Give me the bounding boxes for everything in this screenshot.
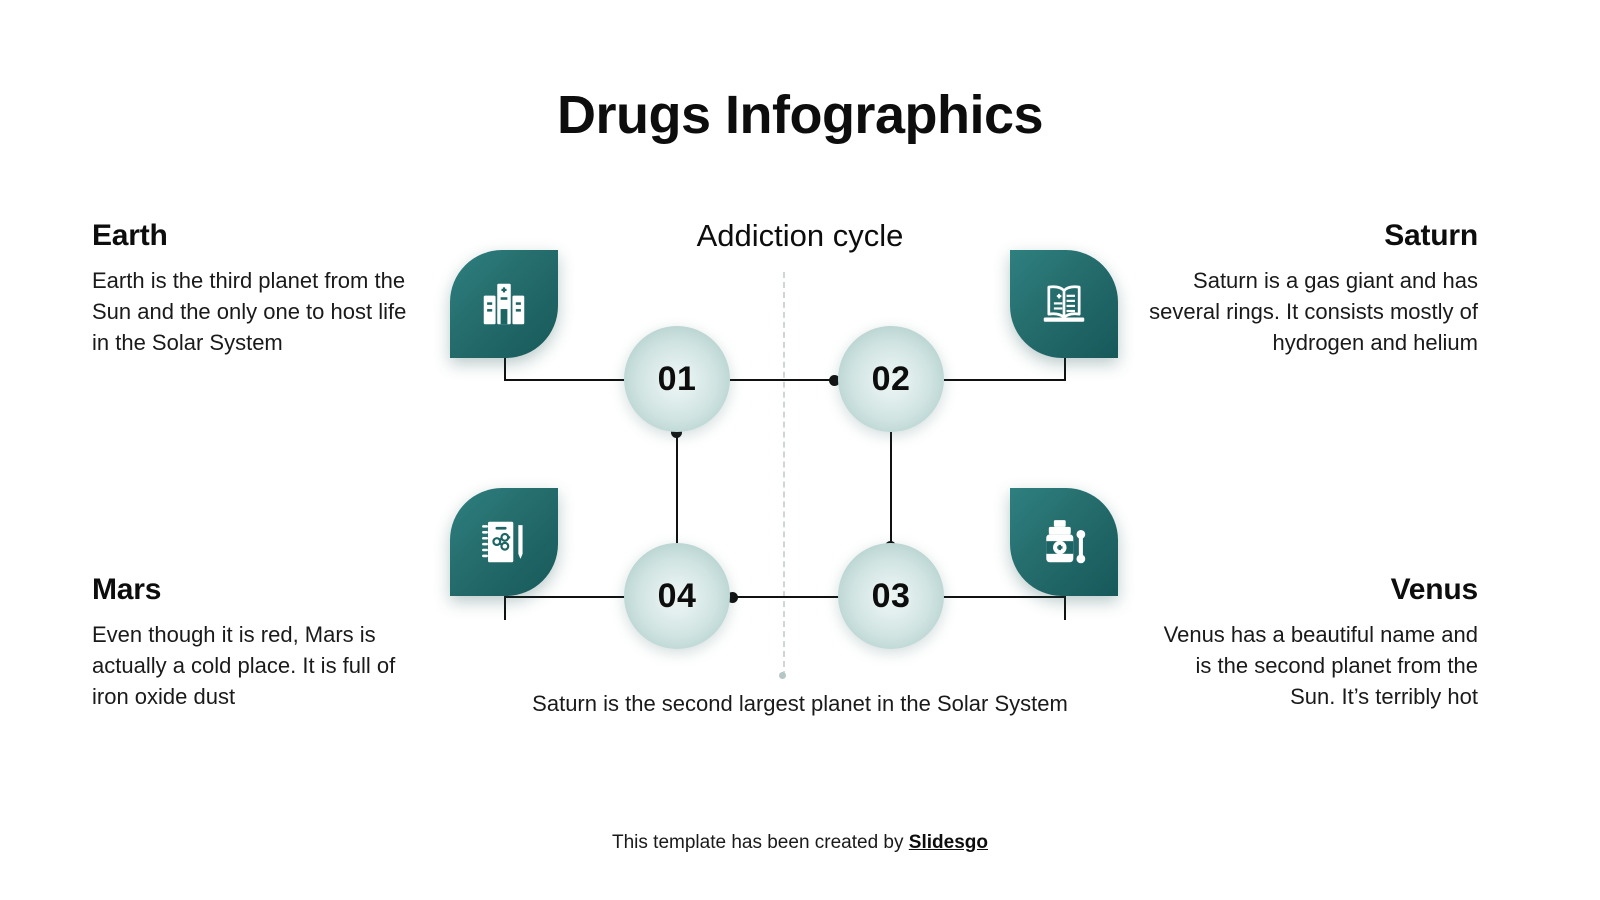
hospital-icon bbox=[477, 277, 531, 331]
connector-node01-to-node04 bbox=[676, 432, 678, 596]
info-block-mars: Mars Even though it is red, Mars is actu… bbox=[92, 573, 422, 712]
cycle-node-02[interactable]: 02 bbox=[838, 326, 944, 432]
diagram-caption: Saturn is the second largest planet in t… bbox=[532, 691, 1068, 716]
block-desc-venus: Venus has a beautiful name and is the se… bbox=[1163, 622, 1478, 709]
block-title-mars: Mars bbox=[92, 573, 162, 606]
block-title-saturn: Saturn bbox=[1384, 219, 1478, 252]
cycle-node-03-label: 03 bbox=[871, 576, 911, 615]
footer-prefix: This template has been created by bbox=[612, 832, 909, 853]
cycle-node-04-label: 04 bbox=[657, 576, 697, 615]
icon-badge-02[interactable] bbox=[1010, 250, 1118, 358]
junction-dot-node01-bottom bbox=[671, 427, 682, 438]
connector-node04-to-node03 bbox=[730, 596, 882, 598]
cycle-node-01[interactable]: 01 bbox=[624, 326, 730, 432]
connector-node01-to-node02 bbox=[730, 379, 882, 381]
addiction-cycle-diagram: Addiction cycle bbox=[420, 210, 1180, 770]
block-desc-mars: Even though it is red, Mars is actually … bbox=[92, 622, 396, 709]
page-title: Drugs Infographics bbox=[556, 85, 1044, 145]
medical-book-icon bbox=[1037, 277, 1091, 331]
diagram-title: Addiction cycle bbox=[696, 218, 904, 253]
connector-badge01-stub bbox=[504, 358, 506, 381]
info-block-saturn: Saturn Saturn is a gas giant and has sev… bbox=[1148, 219, 1478, 358]
icon-badge-04[interactable] bbox=[450, 488, 558, 596]
connector-badge01-to-node01 bbox=[504, 379, 678, 381]
icon-badge-03[interactable] bbox=[1010, 488, 1118, 596]
connector-node02-to-node03 bbox=[890, 432, 892, 596]
medicine-bottle-icon bbox=[1037, 515, 1091, 569]
block-desc-saturn: Saturn is a gas giant and has several ri… bbox=[1149, 268, 1478, 355]
notebook-molecule-icon bbox=[477, 515, 531, 569]
cycle-node-03[interactable]: 03 bbox=[838, 543, 944, 649]
cycle-node-01-label: 01 bbox=[657, 359, 697, 398]
cycle-node-02-label: 02 bbox=[871, 359, 911, 398]
info-block-venus: Venus Venus has a beautiful name and is … bbox=[1148, 573, 1479, 712]
connector-node03-to-badge03 bbox=[932, 596, 1066, 598]
cycle-node-04[interactable]: 04 bbox=[624, 543, 730, 649]
block-desc-earth: Earth is the third planet from the Sun a… bbox=[92, 268, 407, 355]
dashed-guide-endpoint bbox=[779, 672, 786, 679]
connector-badge04-to-node04 bbox=[504, 596, 678, 598]
connector-badge03-stub bbox=[1064, 597, 1066, 620]
footer-credit: This template has been created by Slides… bbox=[0, 832, 1600, 854]
block-title-earth: Earth bbox=[92, 219, 168, 252]
connector-badge02-stub bbox=[1064, 358, 1066, 381]
connector-badge04-stub bbox=[504, 597, 506, 620]
center-dashed-guide bbox=[783, 272, 785, 677]
icon-badge-01[interactable] bbox=[450, 250, 558, 358]
connector-node02-to-badge02 bbox=[932, 379, 1066, 381]
info-block-earth: Earth Earth is the third planet from the… bbox=[92, 219, 422, 358]
slidesgo-link[interactable]: Slidesgo bbox=[908, 832, 988, 853]
junction-dot-node02-left bbox=[829, 375, 840, 386]
block-title-venus: Venus bbox=[1390, 573, 1479, 606]
junction-dot-node04-right bbox=[727, 592, 738, 603]
